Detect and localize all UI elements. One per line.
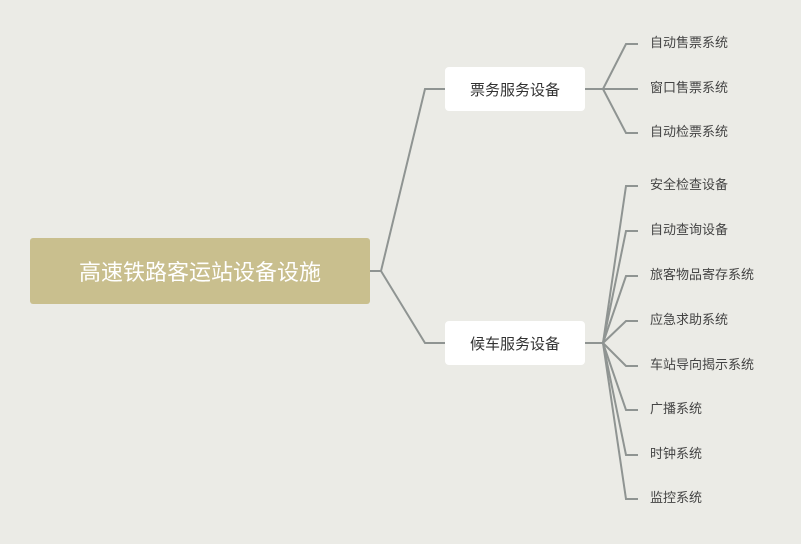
branch-label: 票务服务设备 xyxy=(469,80,560,99)
branch-waiting-service[interactable]: 候车服务设备 xyxy=(445,321,585,365)
leaf-topic[interactable]: 应急求助系统 xyxy=(650,313,729,328)
leaf-topic[interactable]: 广播系统 xyxy=(650,402,703,417)
root-topic-label: 高速铁路客运站设备设施 xyxy=(78,261,321,286)
leaf-topic[interactable]: 时钟系统 xyxy=(650,447,703,462)
leaf-topic[interactable]: 自动售票系统 xyxy=(650,36,729,51)
leaf-topic[interactable]: 旅客物品寄存系统 xyxy=(650,268,755,283)
leaf-topic[interactable]: 窗口售票系统 xyxy=(650,81,729,96)
leaf-topic[interactable]: 自动查询设备 xyxy=(650,223,729,238)
leaf-topic[interactable]: 安全检查设备 xyxy=(650,178,729,193)
branch-label: 候车服务设备 xyxy=(469,334,560,353)
leaf-topic[interactable]: 自动检票系统 xyxy=(650,125,729,140)
leaf-topic[interactable]: 车站导向揭示系统 xyxy=(650,358,755,373)
branch-ticket-service[interactable]: 票务服务设备 xyxy=(445,67,585,111)
leaf-topic[interactable]: 监控系统 xyxy=(650,491,703,506)
root-topic[interactable]: 高速铁路客运站设备设施 xyxy=(30,238,370,304)
